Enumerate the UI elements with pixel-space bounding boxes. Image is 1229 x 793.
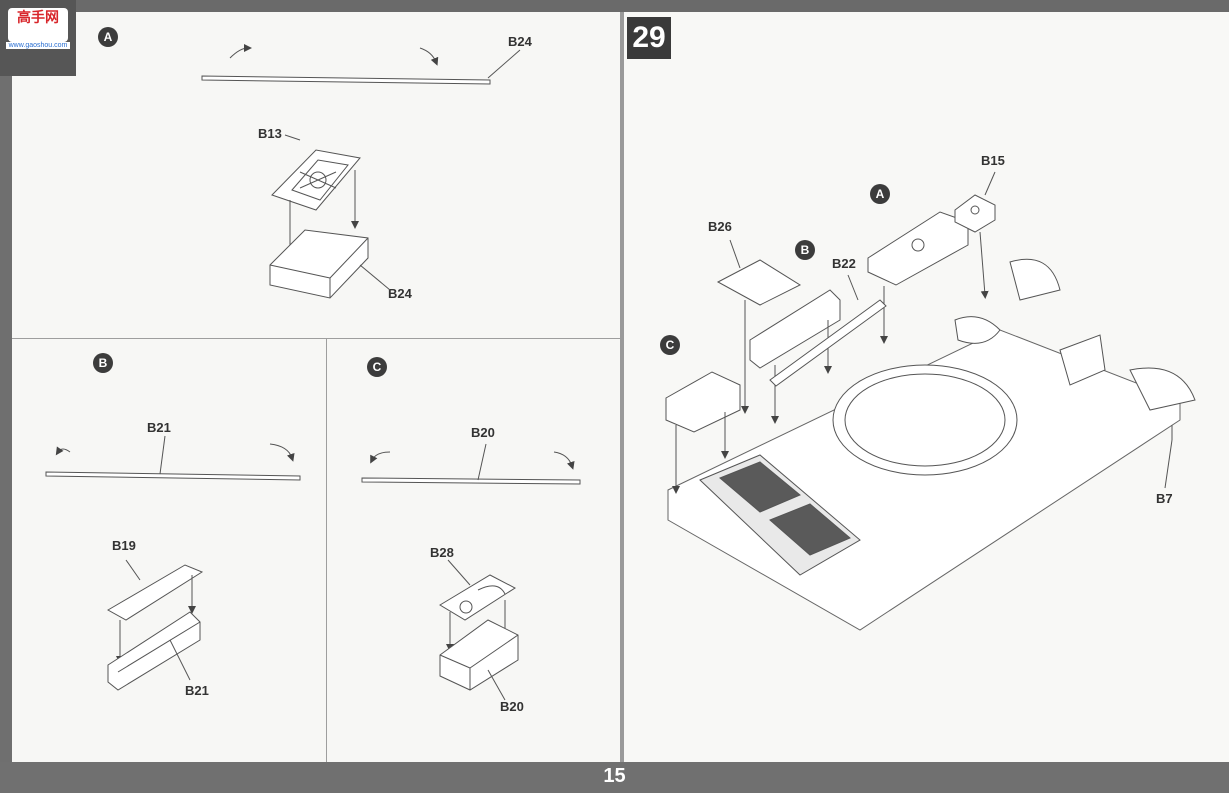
track-guard [1009, 258, 1061, 301]
badge-c-right: C [660, 335, 680, 355]
part-b24-strip [201, 75, 491, 85]
label-b21-bottom: B21 [185, 683, 209, 698]
part-b21-strip [45, 471, 301, 481]
label-b26: B26 [708, 219, 732, 234]
badge-b-left: B [93, 353, 113, 373]
label-b22: B22 [832, 256, 856, 271]
label-b7: B7 [1156, 491, 1173, 506]
bottom-border [0, 762, 1229, 793]
step-number: 29 [627, 17, 671, 59]
page-number: 15 [603, 765, 626, 787]
badge-a-left: A [98, 27, 118, 47]
top-border [0, 0, 1229, 12]
page-spine [620, 12, 624, 762]
label-b19: B19 [112, 538, 136, 553]
label-b20-bottom: B20 [500, 699, 524, 714]
part-b22 [769, 299, 887, 387]
left-page [12, 12, 620, 762]
sub-assembly-a [867, 211, 969, 286]
turret-ring [832, 364, 1018, 476]
rotate-arrow-icon [269, 443, 295, 462]
logo-url: www.gaoshou.com [6, 42, 70, 49]
part-b20-strip [361, 477, 581, 485]
panel-divider-vertical [326, 338, 327, 762]
part-b20-box [439, 619, 519, 691]
leader-line [487, 49, 521, 79]
panel-divider-horizontal [12, 338, 620, 339]
label-b28: B28 [430, 545, 454, 560]
label-b24-bottom: B24 [388, 286, 412, 301]
logo-mark: 高手网 [8, 8, 68, 42]
rotate-arrow-icon [55, 446, 71, 456]
rotate-arrow-icon [229, 44, 252, 59]
site-logo: 高手网 www.gaoshou.com [0, 0, 76, 76]
part-b24-box [269, 229, 369, 299]
label-b13: B13 [258, 126, 282, 141]
label-b20-top: B20 [471, 425, 495, 440]
badge-b-right: B [795, 240, 815, 260]
part-b21-box [107, 611, 201, 691]
rotate-arrow-icon [553, 451, 575, 470]
sub-assembly-b [749, 289, 841, 369]
sub-assembly-c [665, 371, 741, 433]
label-b15: B15 [981, 153, 1005, 168]
label-b24-top: B24 [508, 34, 532, 49]
rotate-arrow-icon [419, 47, 439, 66]
rotate-arrow-icon [370, 451, 391, 464]
part-b13 [271, 149, 361, 211]
label-b21-top: B21 [147, 420, 171, 435]
badge-a-right: A [870, 184, 890, 204]
part-b28 [439, 574, 516, 621]
part-b26 [716, 259, 802, 306]
part-b19 [106, 564, 204, 621]
badge-c-left: C [367, 357, 387, 377]
